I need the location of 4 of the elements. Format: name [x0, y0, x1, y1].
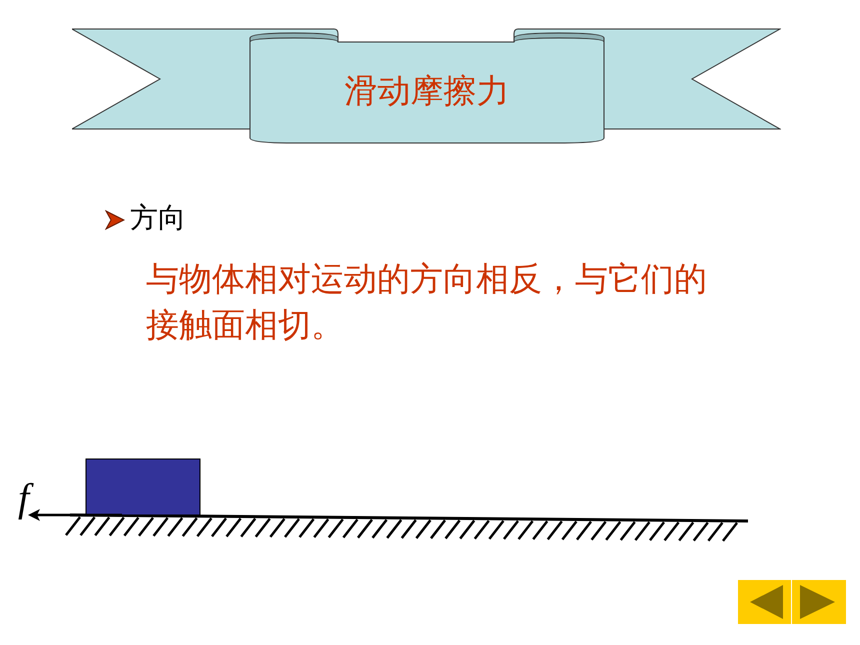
force-label: f	[18, 475, 42, 521]
banner-title: 滑动摩擦力	[344, 72, 510, 110]
body-text: 与物体相对运动的方向相反，与它们的接触面相切。	[146, 258, 708, 346]
bullet-text: 方向	[130, 201, 187, 235]
